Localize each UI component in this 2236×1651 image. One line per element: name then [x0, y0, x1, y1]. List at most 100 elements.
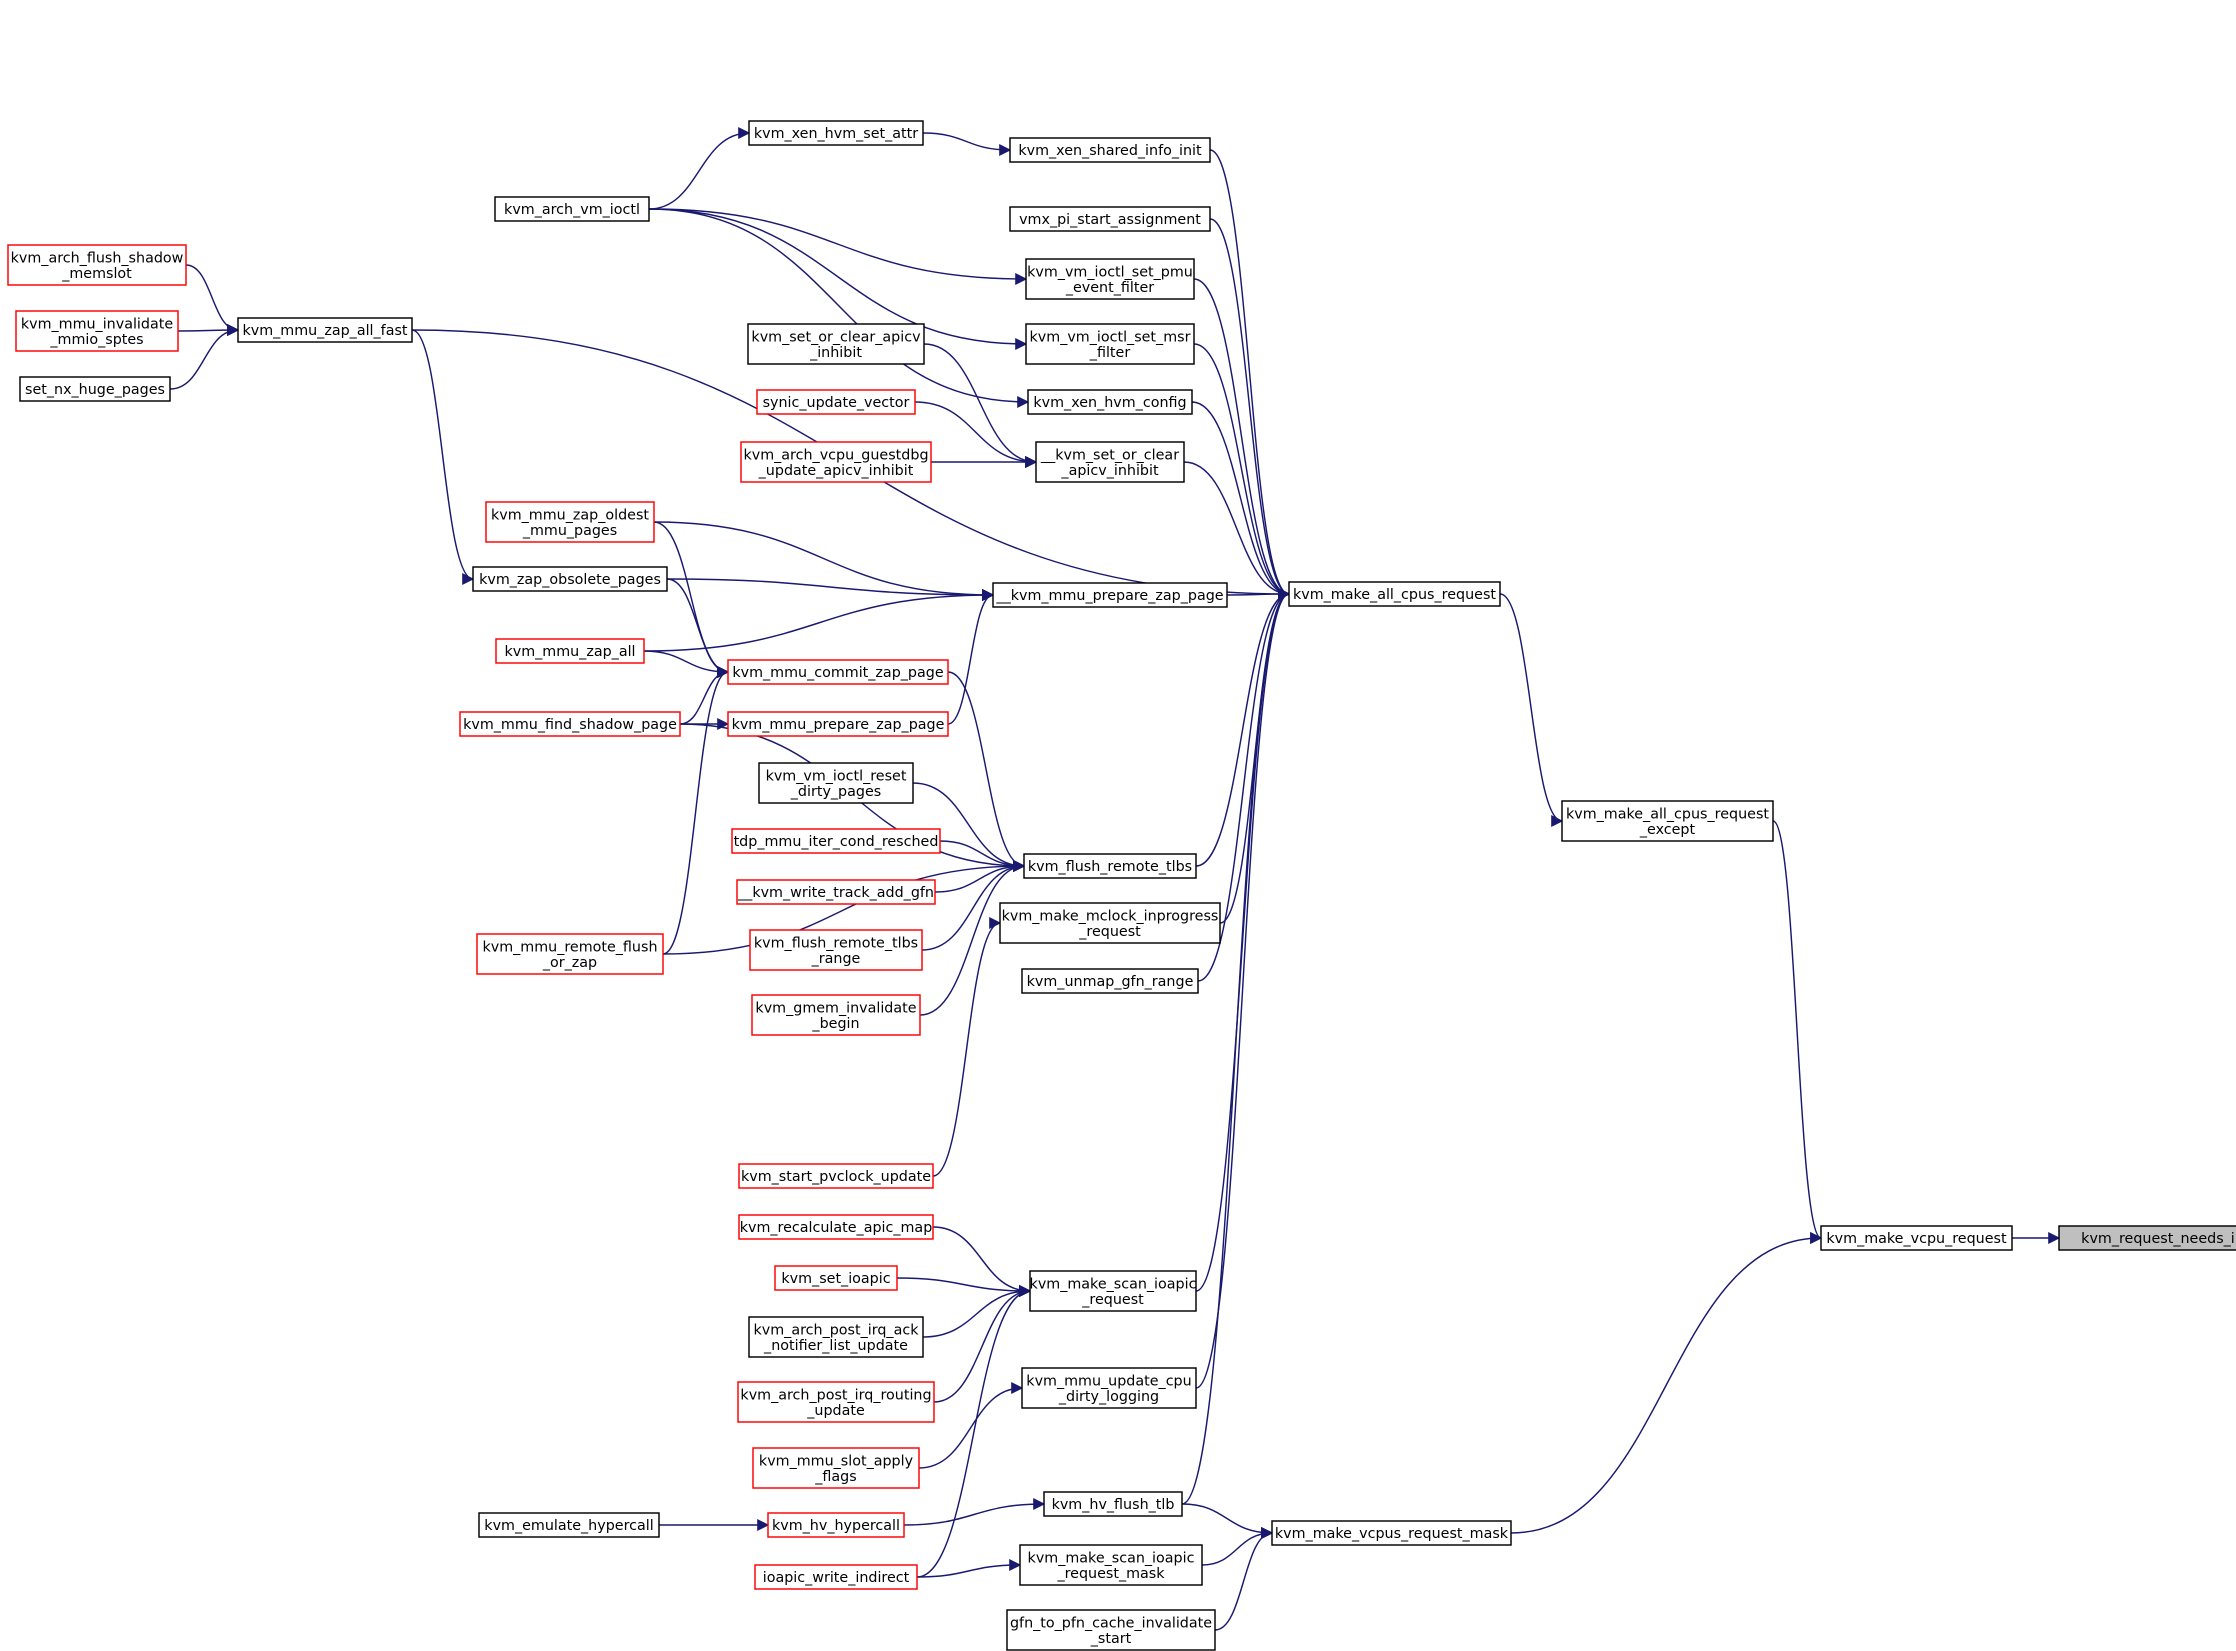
function-node-label: kvm_make_all_cpus_request	[1566, 806, 1769, 822]
function-node[interactable]: synic_update_vector	[756, 389, 916, 415]
function-node-box	[1023, 853, 1197, 879]
call-edge	[933, 1285, 1032, 1403]
function-node[interactable]: kvm_mmu_commit_zap_page	[727, 659, 949, 685]
function-node[interactable]: ioapic_write_indirect	[754, 1564, 918, 1590]
call-edge	[922, 132, 1012, 156]
function-node[interactable]: kvm_mmu_update_cpu_dirty_logging	[1021, 1367, 1197, 1409]
function-node[interactable]: kvm_emulate_hypercall	[478, 1512, 660, 1538]
function-node[interactable]: kvm_set_ioapic	[774, 1265, 898, 1291]
function-node[interactable]: kvm_flush_remote_tlbs	[1023, 853, 1197, 879]
function-node[interactable]: kvm_zap_obsolete_pages	[472, 566, 668, 592]
function-node[interactable]: kvm_xen_hvm_set_attr	[748, 120, 924, 146]
function-node-box	[999, 902, 1221, 944]
function-node-box	[19, 376, 171, 402]
function-node-box	[1027, 389, 1193, 415]
function-node[interactable]: kvm_set_or_clear_apicv_inhibit	[747, 323, 925, 365]
function-node[interactable]: kvm_hv_flush_tlb	[1043, 1491, 1183, 1517]
function-node[interactable]: kvm_mmu_zap_all	[495, 638, 645, 664]
call-edge	[648, 208, 1028, 285]
function-node[interactable]: kvm_recalculate_apic_map	[738, 1214, 934, 1240]
function-node[interactable]: kvm_mmu_prepare_zap_page	[727, 711, 949, 737]
function-node[interactable]: __kvm_mmu_prepare_zap_page	[992, 582, 1228, 608]
function-node-box	[749, 929, 923, 971]
function-node[interactable]: kvm_arch_post_irq_routing_update	[737, 1381, 935, 1423]
function-node-label: _notifier_list_update	[763, 1338, 908, 1354]
function-node-label: kvm_mmu_zap_all	[504, 644, 635, 660]
function-node[interactable]: kvm_make_mclock_inprogress_request	[999, 902, 1221, 944]
function-node[interactable]: kvm_hv_hypercall	[767, 1512, 905, 1538]
call-edge	[916, 1559, 1022, 1578]
function-node[interactable]: gfn_to_pfn_cache_invalidate_start	[1006, 1609, 1216, 1651]
function-node[interactable]: kvm_arch_vcpu_guestdbg_update_apicv_inhi…	[740, 441, 932, 483]
function-node-box	[1271, 1520, 1512, 1546]
function-node-label: kvm_hv_flush_tlb	[1052, 1497, 1175, 1513]
function-node[interactable]: kvm_make_vcpu_request	[1820, 1225, 2013, 1251]
function-node[interactable]: kvm_make_all_cpus_request	[1288, 581, 1501, 607]
call-edge	[923, 343, 1038, 468]
function-node-label: kvm_vm_ioctl_set_msr	[1030, 329, 1191, 345]
call-edge	[1209, 218, 1291, 600]
function-node-box	[727, 711, 949, 737]
function-node-label: _request	[1081, 1292, 1144, 1308]
function-node-label: kvm_recalculate_apic_map	[740, 1220, 933, 1236]
function-node-label: _except	[1639, 822, 1696, 838]
function-node-label: kvm_make_all_cpus_request	[1293, 587, 1496, 603]
function-node[interactable]: kvm_vm_ioctl_reset_dirty_pages	[758, 762, 914, 804]
call-edge	[1772, 820, 1823, 1244]
function-node[interactable]: kvm_start_pvclock_update	[738, 1163, 934, 1189]
function-node[interactable]: kvm_make_vcpus_request_mask	[1271, 1520, 1512, 1546]
function-node[interactable]: kvm_mmu_find_shadow_page	[459, 711, 681, 737]
function-node-label: kvm_mmu_slot_apply	[759, 1453, 914, 1469]
function-node-label: kvm_make_scan_ioapic	[1028, 1550, 1195, 1566]
function-node[interactable]: kvm_make_scan_ioapic_request	[1029, 1270, 1197, 1312]
function-node[interactable]: kvm_vm_ioctl_set_pmu_event_filter	[1025, 258, 1195, 300]
function-node-label: set_nx_huge_pages	[25, 382, 165, 398]
function-node-label: _update_apicv_inhibit	[758, 463, 914, 479]
function-node-label: _range	[811, 951, 861, 967]
function-node[interactable]: vmx_pi_start_assignment	[1009, 206, 1211, 232]
function-node[interactable]: kvm_mmu_invalidate_mmio_sptes	[15, 310, 179, 352]
function-node[interactable]: kvm_unmap_gfn_range	[1021, 968, 1199, 994]
call-edge	[666, 578, 730, 678]
function-node[interactable]: kvm_vm_ioctl_set_msr_filter	[1025, 323, 1195, 365]
call-edge	[185, 264, 240, 336]
function-node-label: kvm_set_or_clear_apicv	[751, 329, 921, 345]
function-node-box	[1019, 1544, 1203, 1586]
function-node[interactable]: kvm_make_all_cpus_request_except	[1561, 800, 1774, 842]
function-node-label: _request_mask	[1056, 1566, 1165, 1582]
function-node[interactable]: kvm_mmu_zap_oldest_mmu_pages	[485, 501, 655, 543]
function-node-label: kvm_make_mclock_inprogress	[1002, 908, 1219, 924]
function-node-label: kvm_mmu_zap_oldest	[491, 507, 649, 523]
function-node[interactable]: __kvm_write_track_add_gfn	[736, 879, 936, 905]
function-node[interactable]: kvm_mmu_zap_all_fast	[237, 317, 413, 343]
function-node[interactable]: kvm_request_needs_ipi	[2058, 1225, 2236, 1251]
function-node[interactable]: tdp_mmu_iter_cond_resched	[731, 828, 941, 854]
function-node[interactable]: kvm_flush_remote_tlbs_range	[749, 929, 923, 971]
function-node-label: kvm_start_pvclock_update	[741, 1169, 931, 1185]
function-node[interactable]: set_nx_huge_pages	[19, 376, 171, 402]
function-node[interactable]: kvm_mmu_slot_apply_flags	[752, 1447, 920, 1489]
function-node[interactable]: kvm_arch_vm_ioctl	[494, 196, 650, 222]
function-node[interactable]: kvm_xen_shared_info_init	[1009, 137, 1211, 163]
function-node-box	[1029, 1270, 1197, 1312]
function-node[interactable]: kvm_make_scan_ioapic_request_mask	[1019, 1544, 1203, 1586]
function-node-box	[1043, 1491, 1183, 1517]
function-node[interactable]: kvm_mmu_remote_flush_or_zap	[476, 933, 664, 975]
function-node[interactable]: __kvm_set_or_clear_apicv_inhibit	[1035, 441, 1185, 483]
function-node-box	[740, 441, 932, 483]
function-node[interactable]: kvm_xen_hvm_config	[1027, 389, 1193, 415]
call-edge	[1195, 588, 1291, 1389]
call-edges	[169, 127, 2061, 1631]
function-node[interactable]: kvm_arch_post_irq_ack_notifier_list_upda…	[748, 1316, 924, 1358]
function-node-label: _begin	[811, 1016, 859, 1032]
call-edge	[914, 401, 1038, 468]
function-node-box	[737, 1381, 935, 1423]
function-node[interactable]: kvm_gmem_invalidate_begin	[751, 994, 921, 1036]
function-node[interactable]: kvm_arch_flush_shadow_memslot	[7, 244, 187, 286]
function-node-box	[1288, 581, 1501, 607]
call-edge	[1183, 461, 1291, 600]
call-edge	[1193, 278, 1291, 600]
function-node-label: kvm_mmu_invalidate	[21, 316, 174, 332]
function-node-box	[7, 244, 187, 286]
function-node-label: gfn_to_pfn_cache_invalidate	[1010, 1615, 1212, 1631]
